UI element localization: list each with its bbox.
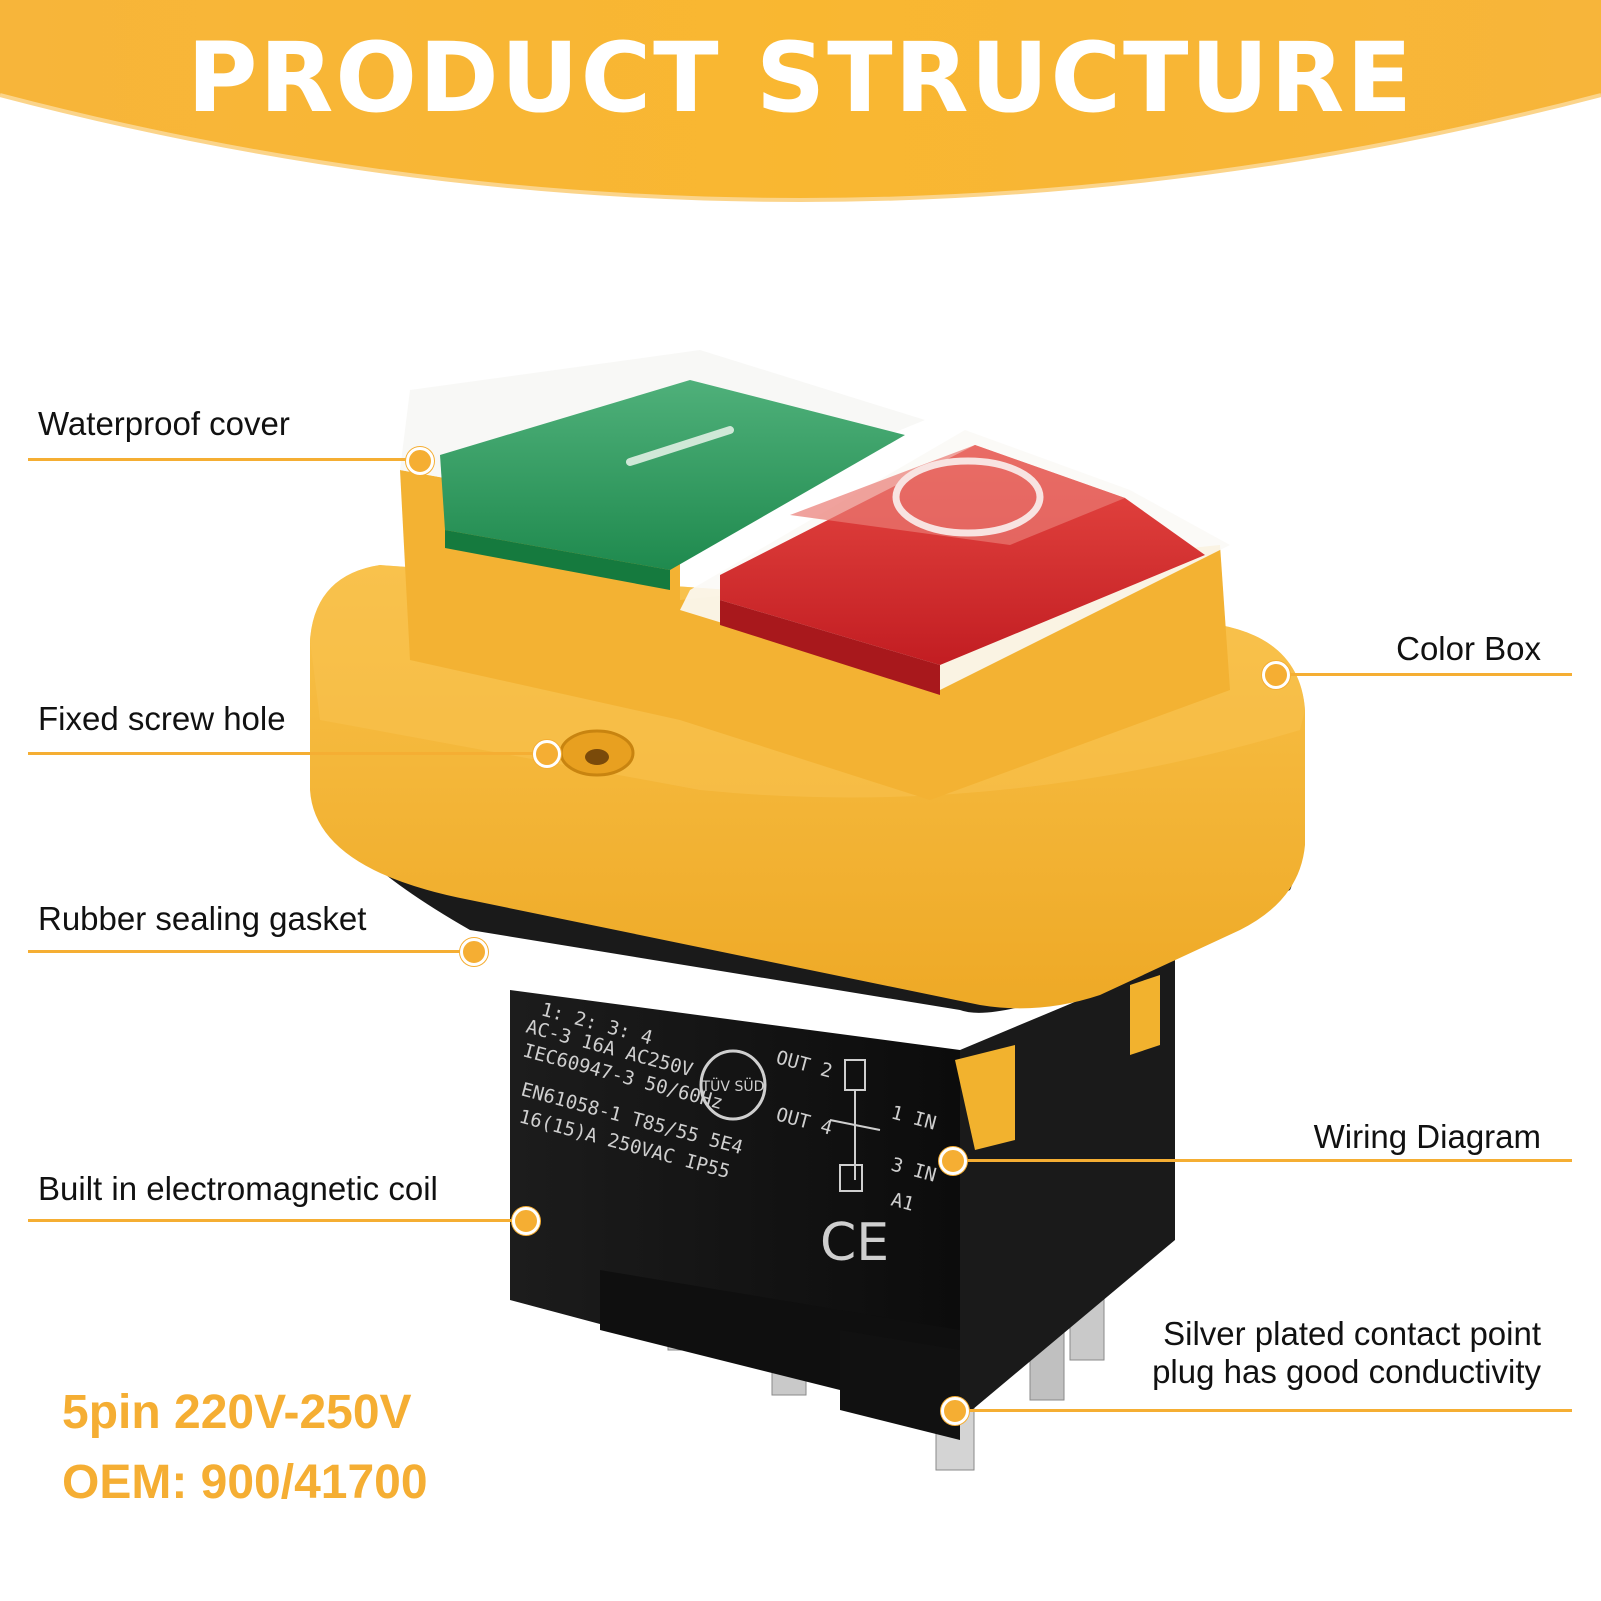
- leader-wiring-diagram: [952, 1159, 1572, 1162]
- label-waterproof-cover: Waterproof cover: [38, 405, 290, 442]
- label-silver-plated-line1: Silver plated contact point: [1163, 1315, 1541, 1352]
- spec-oem: OEM: 900/41700: [62, 1456, 428, 1509]
- tuv-logo: TÜV SÜD: [699, 1049, 767, 1121]
- leader-color-box: [1275, 673, 1572, 676]
- callout-dot: [941, 1397, 969, 1425]
- page-title: PRODUCT STRUCTURE: [187, 22, 1414, 134]
- callout-dot: [1262, 661, 1290, 689]
- callout-dot: [460, 938, 488, 966]
- label-color-box: Color Box: [1396, 630, 1541, 667]
- label-wiring-diagram: Wiring Diagram: [1313, 1118, 1541, 1155]
- leader-silver-plated: [955, 1409, 1572, 1412]
- callout-dot: [512, 1207, 540, 1235]
- ce-mark: CE: [820, 1213, 889, 1273]
- label-built-in-coil: Built in electromagnetic coil: [38, 1170, 438, 1207]
- label-rubber-sealing-gasket: Rubber sealing gasket: [38, 900, 367, 937]
- switch-body: [510, 960, 1175, 1440]
- label-silver-plated-line2: plug has good conductivity: [1152, 1353, 1541, 1390]
- banner-background: [0, 0, 1601, 203]
- green-start-button: [400, 350, 925, 720]
- leader-waterproof-cover: [28, 458, 420, 461]
- wiring-symbol: [829, 1059, 881, 1192]
- callout-dot: [533, 740, 561, 768]
- leader-fixed-screw-hole: [28, 752, 548, 755]
- label-fixed-screw-hole: Fixed screw hole: [38, 700, 286, 737]
- red-stop-button: [680, 430, 1230, 800]
- svg-text:TÜV SÜD: TÜV SÜD: [701, 1077, 765, 1095]
- leader-built-in-coil: [28, 1219, 523, 1222]
- callout-dot: [939, 1147, 967, 1175]
- leader-rubber-sealing-gasket: [28, 950, 476, 953]
- spec-pin-voltage: 5pin 220V-250V: [62, 1386, 412, 1439]
- title-banner: PRODUCT STRUCTURE: [0, 0, 1601, 210]
- callout-dot: [406, 447, 434, 475]
